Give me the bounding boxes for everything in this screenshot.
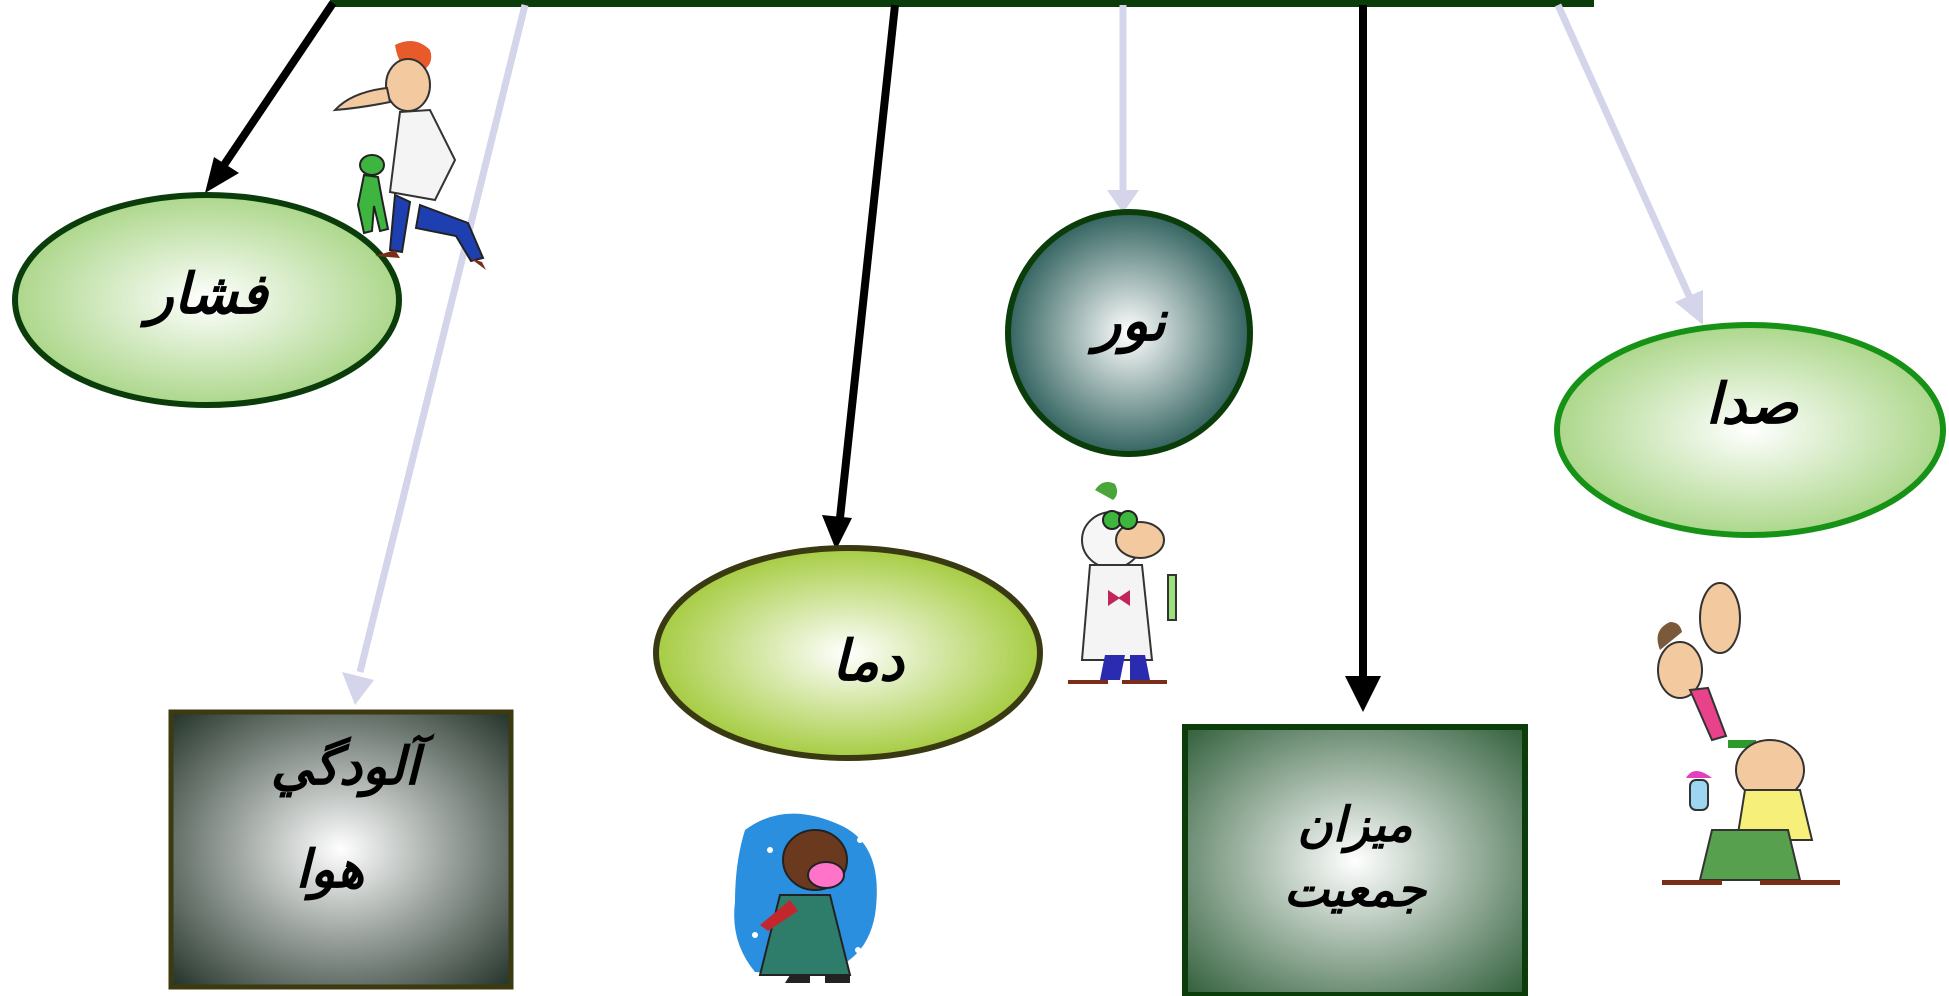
node-population-line1: ميزان [1297,797,1413,854]
freezing-person-icon [734,813,877,983]
node-light: نور [1005,209,1253,457]
professor-with-test-tube-icon [1068,482,1177,684]
node-population-line2: جمعيت [1284,862,1428,918]
node-air-pollution-line2: هوا [296,840,365,901]
node-population: ميزان جمعيت [1182,724,1528,996]
node-light-label: نور [1087,289,1169,355]
node-air-pollution: آلودگي هوا [168,709,514,990]
node-pressure: فشار [12,192,402,408]
man-with-crying-baby-icon [1657,582,1840,885]
arrow-to-population [1345,5,1381,712]
node-sound-label: صدا [1706,372,1800,437]
node-air-pollution-line1: آلودگي [271,733,435,798]
arrow-to-air-pollution [342,4,529,705]
node-temperature-label: دما [832,629,905,694]
top-bar [330,0,1594,7]
scientist-with-specimen-icon [332,41,486,270]
arrow-to-temperature [822,4,899,550]
arrow-to-pressure [205,0,337,193]
arrow-to-sound [1554,3,1703,325]
arrow-to-light [1107,5,1139,213]
node-pressure-label: فشار [140,262,270,328]
node-sound: صدا [1554,322,1946,538]
node-temperature: دما [653,545,1043,761]
